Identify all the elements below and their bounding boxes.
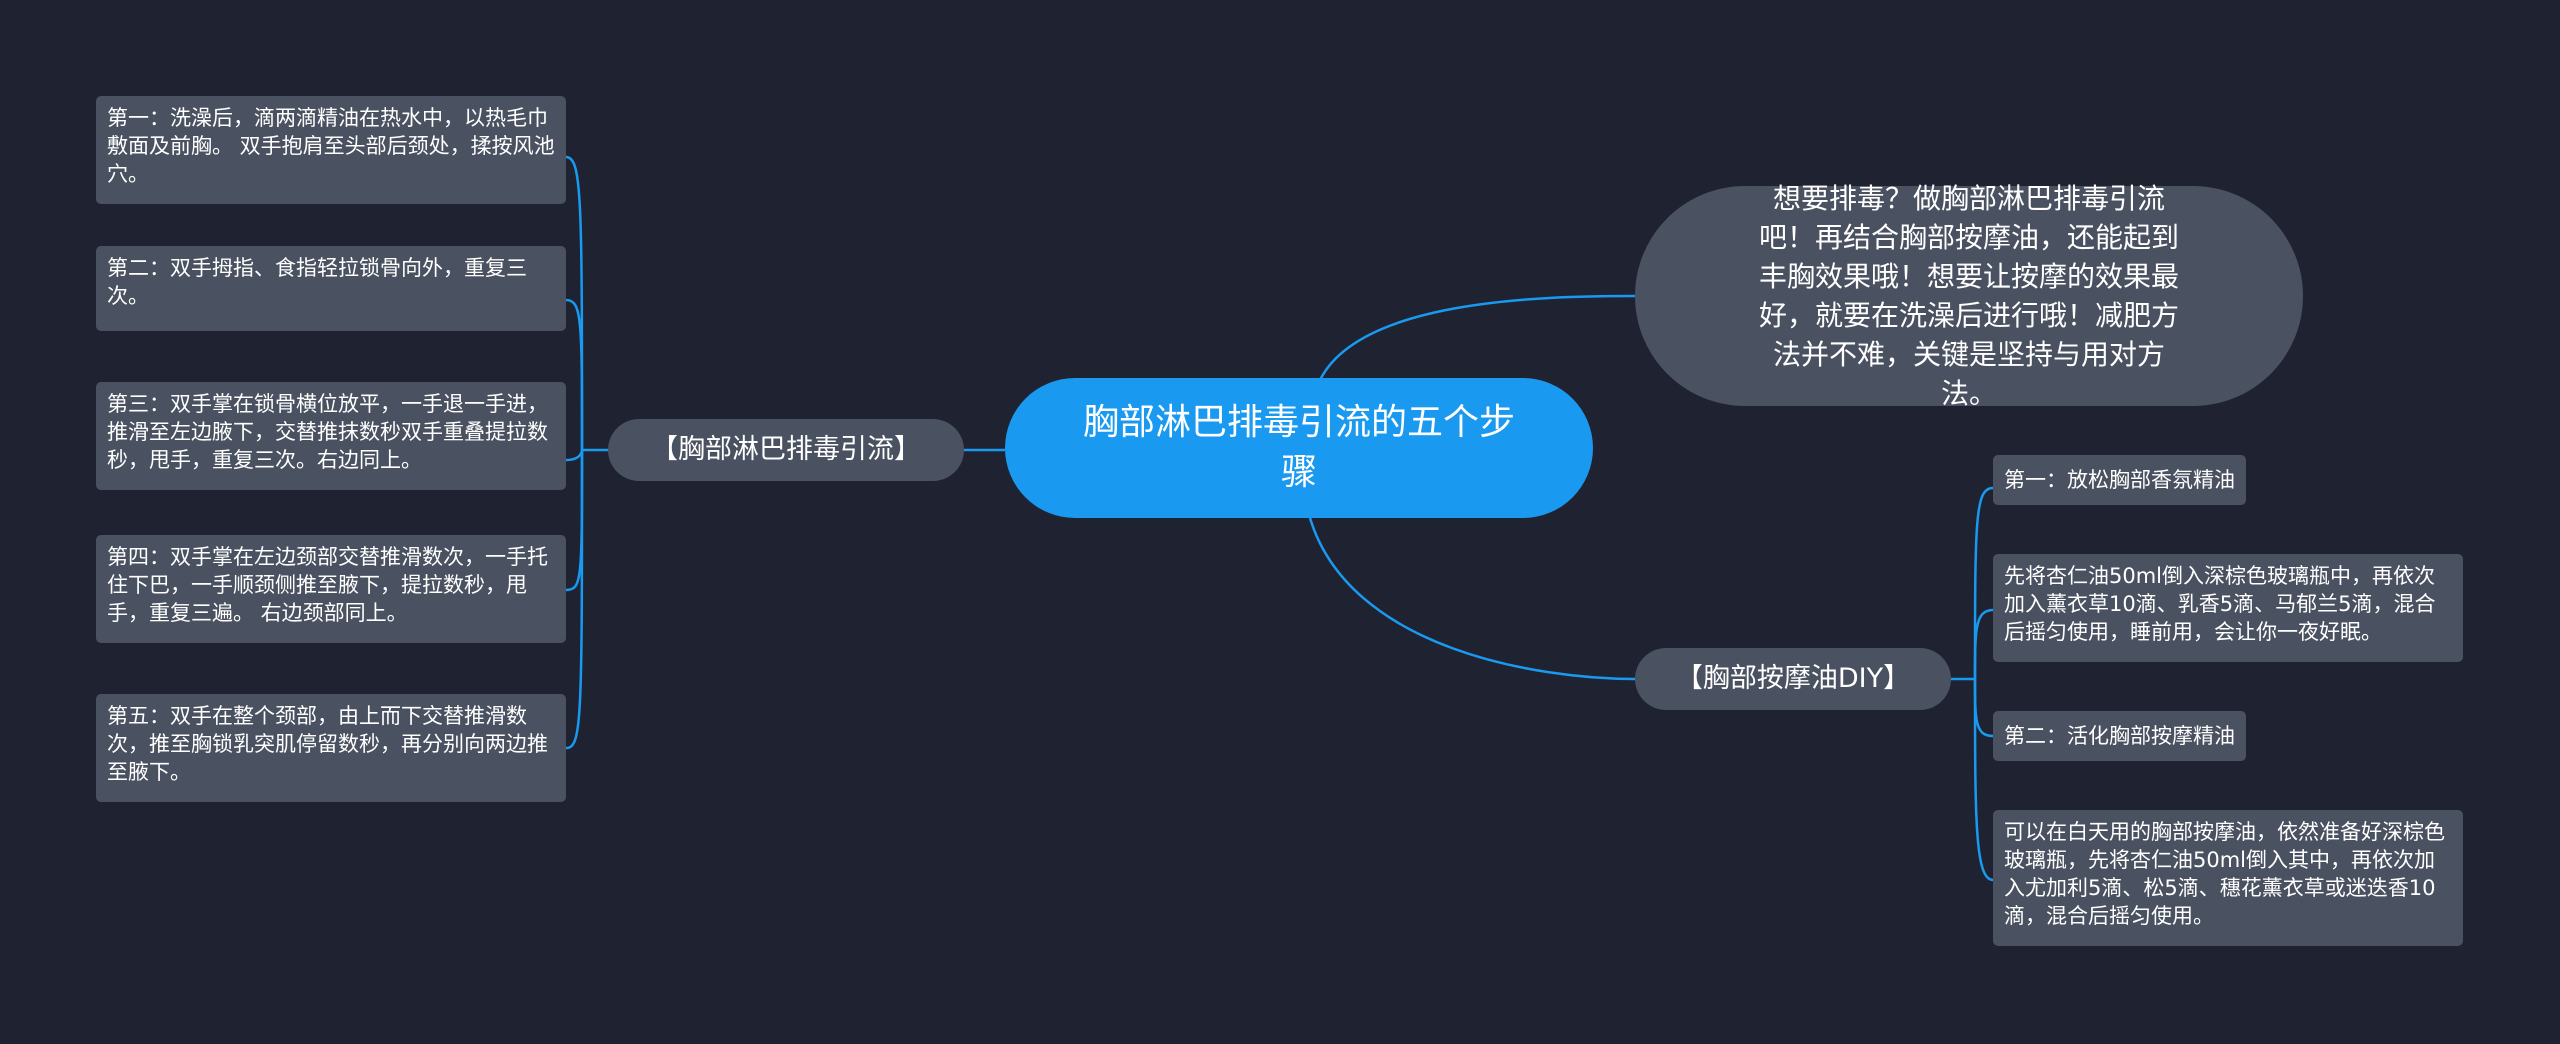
right-leaf-4-text: 可以在白天用的胸部按摩油，依然准备好深棕色玻璃瓶，先将杏仁油50ml倒入其中，再… [2004, 820, 2445, 928]
connector-right-leaf-3 [1973, 678, 1994, 738]
summary-text: 想要排毒？做胸部淋巴排毒引流吧！再结合胸部按摩油，还能起到丰胸效果哦！想要让按摩… [1758, 182, 2179, 410]
left-leaf-5[interactable]: 第五：双手在整个颈部，由上而下交替推滑数次，推至胸锁乳突肌停留数秒，再分别向两边… [96, 694, 566, 802]
connector-right-leaf-1 [1973, 486, 1994, 680]
left-leaf-2-text: 第二：双手拇指、食指轻拉锁骨向外，重复三次。 [107, 256, 527, 308]
summary-node[interactable]: 想要排毒？做胸部淋巴排毒引流吧！再结合胸部按摩油，还能起到丰胸效果哦！想要让按摩… [1635, 182, 2303, 410]
left-leaf-4[interactable]: 第四：双手掌在左边颈部交替推滑数次，一手托住下巴，一手顺颈侧推至腋下，提拉数秒，… [96, 535, 566, 643]
left-leaf-4-text: 第四：双手掌在左边颈部交替推滑数次，一手托住下巴，一手顺颈侧推至腋下，提拉数秒，… [107, 545, 548, 625]
right-leaf-2[interactable]: 先将杏仁油50ml倒入深棕色玻璃瓶中，再依次加入薰衣草10滴、乳香5滴、马郁兰5… [1993, 554, 2463, 662]
left-leaf-2[interactable]: 第二：双手拇指、食指轻拉锁骨向外，重复三次。 [96, 246, 566, 331]
right-leaf-1-text: 第一：放松胸部香氛精油 [2004, 468, 2235, 492]
right-branch-node[interactable]: 【胸部按摩油DIY】 [1635, 648, 1951, 710]
connector-right-leaf-2 [1973, 608, 1994, 680]
right-leaf-3[interactable]: 第二：活化胸部按摩精油 [1993, 711, 2246, 761]
right-leaf-4[interactable]: 可以在白天用的胸部按摩油，依然准备好深棕色玻璃瓶，先将杏仁油50ml倒入其中，再… [1993, 810, 2463, 946]
connector-left-leaf-3 [565, 449, 584, 462]
left-leaf-3-text: 第三：双手掌在锁骨横位放平，一手退一手进，推滑至左边腋下，交替推抹数秒双手重叠提… [107, 392, 548, 472]
right-leaf-2-text: 先将杏仁油50ml倒入深棕色玻璃瓶中，再依次加入薰衣草10滴、乳香5滴、马郁兰5… [2004, 564, 2436, 644]
left-branch-node[interactable]: 【胸部淋巴排毒引流】 [608, 419, 964, 481]
connector-left-leaf-4 [565, 449, 584, 592]
left-leaf-1-text: 第一：洗澡后，滴两滴精油在热水中，以热毛巾敷面及前胸。 双手抱肩至头部后颈处，揉… [107, 106, 555, 186]
connector-right-leaf-4 [1973, 678, 1994, 882]
right-branch-label: 【胸部按摩油DIY】 [1675, 663, 1911, 694]
root-node[interactable]: 胸部淋巴排毒引流的五个步骤 [1005, 378, 1593, 518]
connector-root-right-branch [1308, 517, 1636, 681]
left-leaf-1[interactable]: 第一：洗澡后，滴两滴精油在热水中，以热毛巾敷面及前胸。 双手抱肩至头部后颈处，揉… [96, 96, 566, 204]
right-leaf-1[interactable]: 第一：放松胸部香氛精油 [1993, 455, 2246, 505]
connector-root-summary [1318, 294, 1636, 381]
root-label: 胸部淋巴排毒引流的五个步骤 [1082, 402, 1515, 493]
connector-left-leaf-2 [565, 298, 584, 451]
connector-left-leaf-5 [565, 449, 584, 750]
left-leaf-3[interactable]: 第三：双手掌在锁骨横位放平，一手退一手进，推滑至左边腋下，交替推抹数秒双手重叠提… [96, 382, 566, 490]
right-leaf-3-text: 第二：活化胸部按摩精油 [2004, 724, 2235, 748]
left-leaf-5-text: 第五：双手在整个颈部，由上而下交替推滑数次，推至胸锁乳突肌停留数秒，再分别向两边… [107, 704, 548, 784]
left-branch-label: 【胸部淋巴排毒引流】 [651, 434, 921, 465]
